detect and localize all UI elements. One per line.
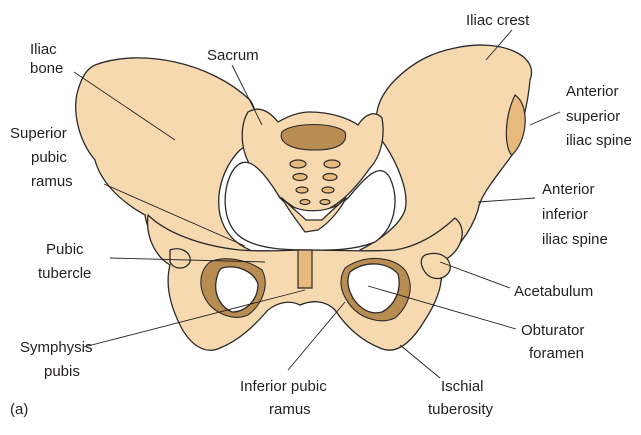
label-obturator-foramen-1: Obturator [521,322,584,339]
label-aiis-1: Anterior [542,181,595,198]
label-acetabulum: Acetabulum [514,283,593,300]
label-superior-pubic-ramus-3: ramus [31,173,73,190]
label-pubic-tubercle-1: Pubic [46,241,84,258]
label-ischial-tuberosity-2: tuberosity [428,401,494,418]
label-superior-pubic-ramus-1: Superior [10,125,67,142]
label-ischial-tuberosity-1: Ischial [441,378,484,395]
label-iliac-crest: Iliac crest [466,12,530,29]
label-obturator-foramen-2: foramen [529,345,584,362]
label-sacrum: Sacrum [207,47,259,64]
panel-label: (a) [10,401,28,418]
pubic-symphysis [298,250,312,288]
sacral-promontory [281,125,345,151]
label-asis-1: Anterior [566,83,619,100]
label-asis-2: superior [566,108,620,125]
label-iliac-bone-2: bone [30,60,63,77]
label-superior-pubic-ramus-2: pubic [31,149,67,166]
label-inferior-pubic-ramus-1: Inferior pubic [240,378,327,395]
label-iliac-bone-1: Iliac [30,41,57,58]
label-symphysis-pubis-1: Symphysis [20,339,93,356]
label-aiis-2: inferior [542,206,588,223]
label-asis-3: iliac spine [566,132,632,149]
label-inferior-pubic-ramus-2: ramus [269,401,311,418]
label-pubic-tubercle-2: tubercle [38,265,91,282]
label-aiis-3: iliac spine [542,231,608,248]
label-symphysis-pubis-2: pubis [44,363,80,380]
